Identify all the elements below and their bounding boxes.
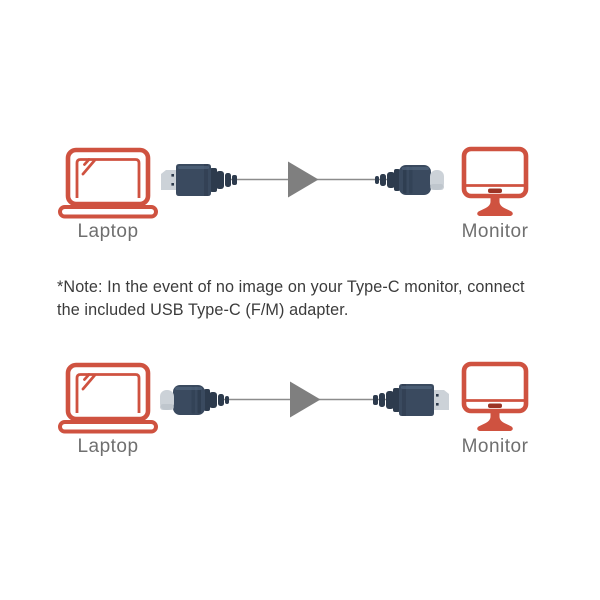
monitor-icon (459, 359, 531, 441)
cable-connection (160, 381, 449, 418)
monitor-label: Monitor (461, 436, 529, 457)
arrow-right-icon (290, 381, 321, 418)
monitor-icon (459, 144, 531, 226)
diagram-row-2: Laptop Monitor (0, 340, 600, 600)
displayport-plug-icon (373, 384, 449, 416)
laptop-icon (56, 145, 160, 223)
laptop-label: Laptop (77, 436, 139, 457)
laptop-icon (56, 360, 160, 438)
usb-c-plug-icon (375, 165, 444, 195)
displayport-plug-icon (161, 164, 237, 196)
cable-connection (161, 161, 444, 198)
note-line-1: *Note: In the event of no image on your … (57, 278, 525, 296)
diagram-row-1: Laptop Monitor (0, 0, 600, 260)
arrow-right-icon (288, 161, 319, 198)
usb-c-plug-icon (160, 385, 229, 415)
monitor-label: Monitor (461, 221, 529, 242)
note-line-2: the included USB Type-C (F/M) adapter. (57, 300, 349, 319)
note-text: *Note: In the event of no image on your … (57, 276, 562, 321)
laptop-label: Laptop (77, 221, 139, 242)
